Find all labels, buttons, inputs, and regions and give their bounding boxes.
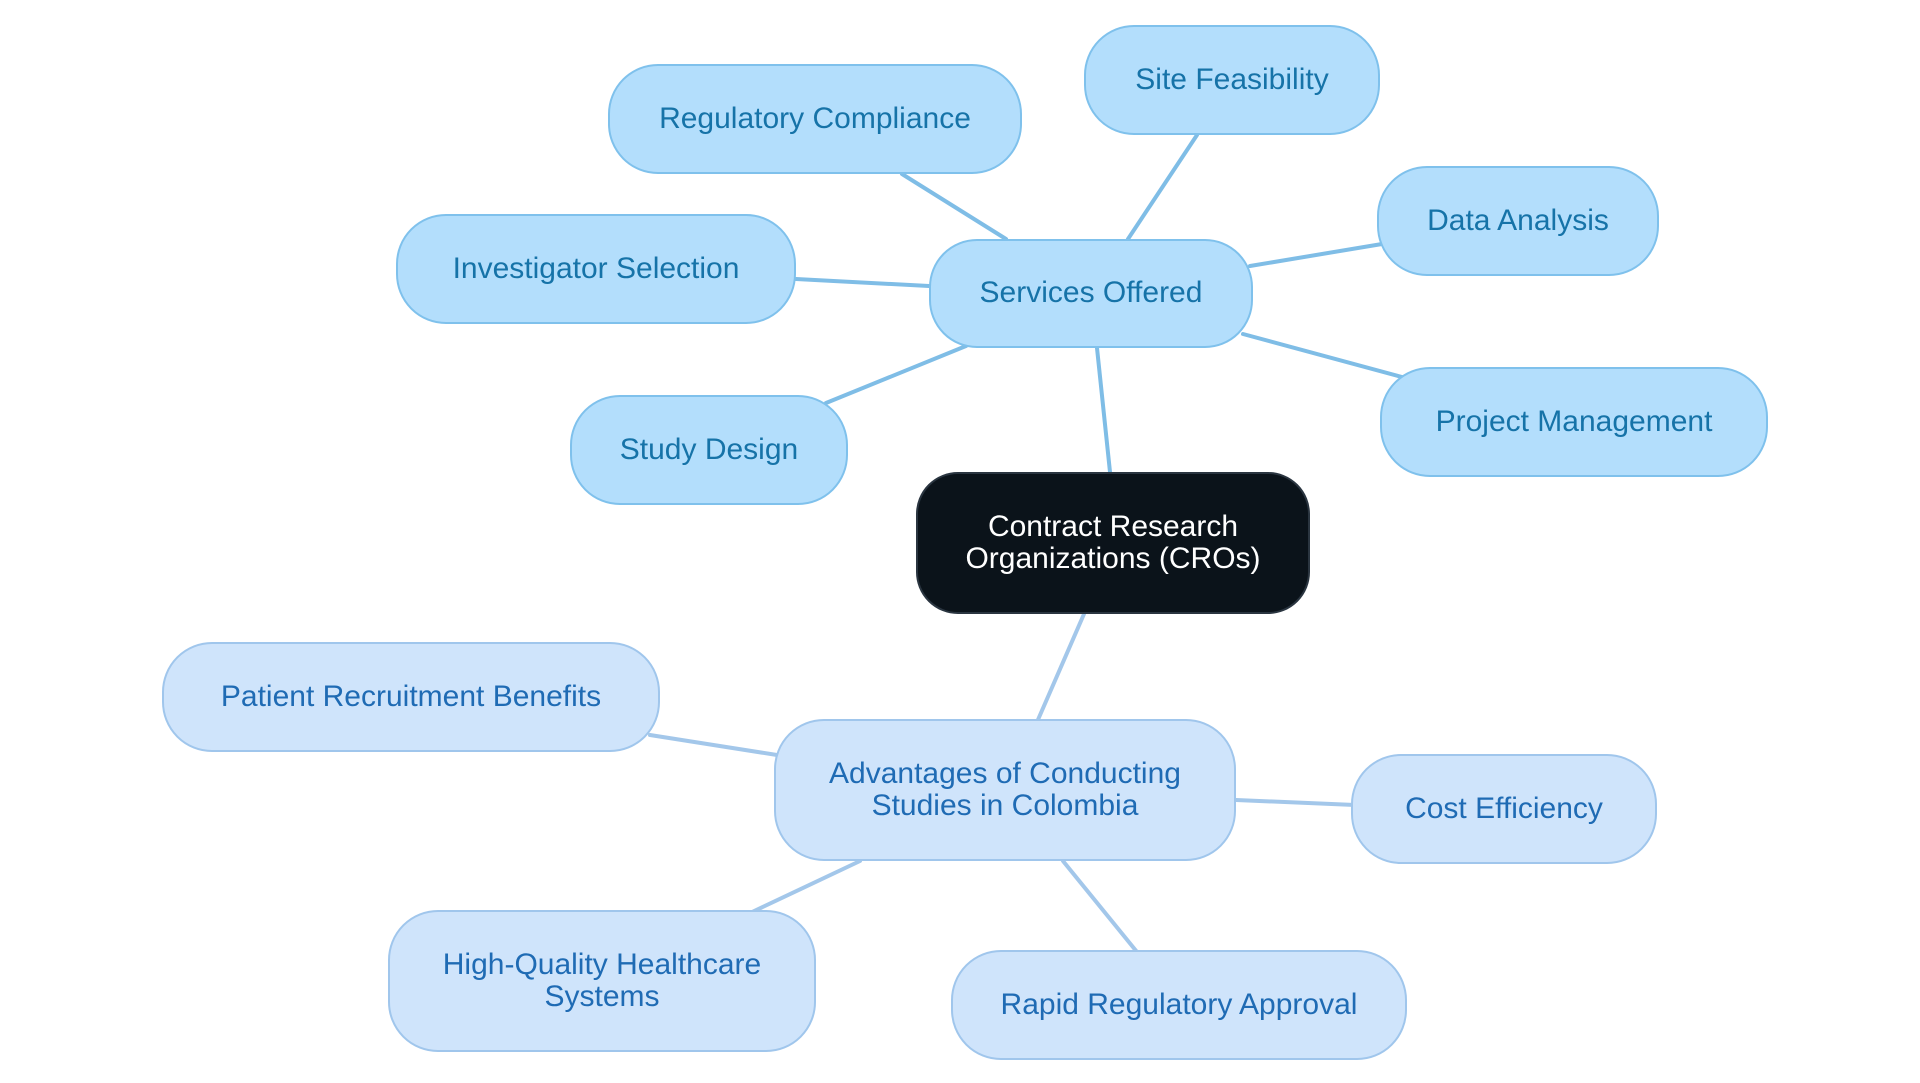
root-node[interactable]: Contract Research Organizations (CROs) (916, 472, 1310, 614)
edge-services-study-design (824, 344, 968, 405)
edge-advantages-patient-recruitment (648, 733, 779, 757)
branch-services-offered[interactable]: Services Offered (929, 239, 1253, 348)
edge-root-advantages (1035, 612, 1086, 724)
edge-services-data-analysis (1248, 242, 1384, 268)
node-data-analysis[interactable]: Data Analysis (1377, 166, 1659, 276)
edge-advantages-healthcare-systems (748, 859, 862, 915)
node-rapid-regulatory-approval[interactable]: Rapid Regulatory Approval (951, 950, 1407, 1060)
node-site-feasibility[interactable]: Site Feasibility (1084, 25, 1380, 135)
edge-services-site-feasibility (1126, 133, 1199, 241)
edge-services-project-management (1241, 332, 1404, 379)
edge-services-regulatory-compliance (900, 172, 1008, 241)
branch-advantages-colombia[interactable]: Advantages of Conducting Studies in Colo… (774, 719, 1236, 861)
node-investigator-selection[interactable]: Investigator Selection (396, 214, 796, 324)
node-project-management[interactable]: Project Management (1380, 367, 1768, 477)
edge-root-services (1095, 346, 1112, 474)
node-patient-recruitment-benefits[interactable]: Patient Recruitment Benefits (162, 642, 660, 752)
node-cost-efficiency[interactable]: Cost Efficiency (1351, 754, 1657, 864)
node-high-quality-healthcare-systems[interactable]: High-Quality Healthcare Systems (388, 910, 816, 1052)
edge-services-investigator-selection (794, 277, 931, 288)
node-study-design[interactable]: Study Design (570, 395, 848, 505)
node-regulatory-compliance[interactable]: Regulatory Compliance (608, 64, 1022, 174)
edge-advantages-cost-efficiency (1234, 798, 1357, 807)
edge-advantages-regulatory-approval (1061, 859, 1139, 954)
